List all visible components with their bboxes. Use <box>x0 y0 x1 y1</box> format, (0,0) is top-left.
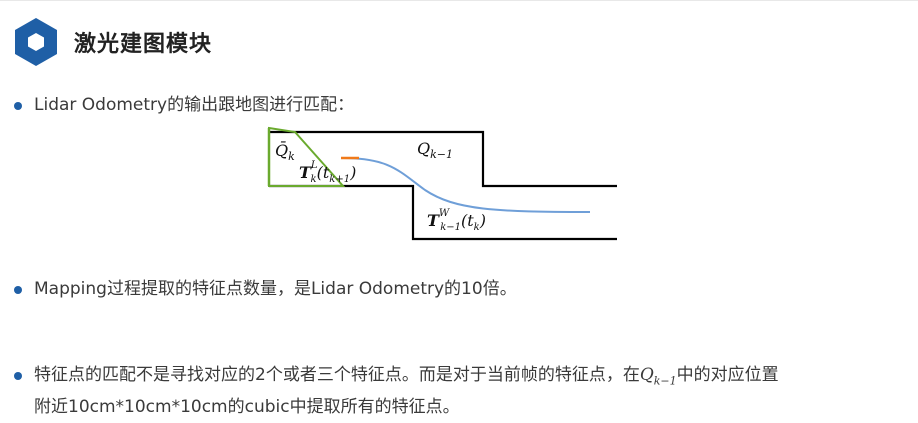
page-title: 激光建图模块 <box>74 32 213 57</box>
label-q-bar-k: Q̄k <box>275 139 295 163</box>
top-divider <box>0 0 918 1</box>
map-outline-top <box>269 130 617 188</box>
bullet-dot <box>14 372 22 380</box>
section-header: 激光建图模块 <box>14 16 212 68</box>
bullet-mapping-feature-count: Mapping过程提取的特征点数量，是Lidar Odometry的10倍。 <box>14 276 517 302</box>
bullet-text-after: 中的对应位置 <box>676 365 779 385</box>
bullet-lidar-odometry-output: Lidar Odometry的输出跟地图进行匹配： <box>14 92 354 118</box>
bullet-text-block: 特征点的匹配不是寻找对应的2个或者三个特征点。而是对于当前帧的特征点，在Qk−1… <box>34 362 779 420</box>
bullet-text: Mapping过程提取的特征点数量，是Lidar Odometry的10倍。 <box>34 279 517 299</box>
hexagon-icon <box>15 18 57 66</box>
bullet-feature-matching: 特征点的匹配不是寻找对应的2个或者三个特征点。而是对于当前帧的特征点，在Qk−1… <box>14 362 914 420</box>
trajectory-curve <box>342 157 591 213</box>
bullet-dot <box>14 286 22 294</box>
bullet-text: 特征点的匹配不是寻找对应的2个或者三个特征点。而是对于当前帧的特征点，在 <box>34 365 640 385</box>
bullet-text-line2: 附近10cm*10cm*10cm的cubic中提取所有的特征点。 <box>34 397 460 418</box>
bullet-text: Lidar Odometry的输出跟地图进行匹配： <box>34 95 355 115</box>
bullet-dot <box>14 102 22 110</box>
math-q-k-minus-1: Qk−1 <box>639 365 677 388</box>
label-q-k-minus-1: Qk−1 <box>417 139 453 161</box>
